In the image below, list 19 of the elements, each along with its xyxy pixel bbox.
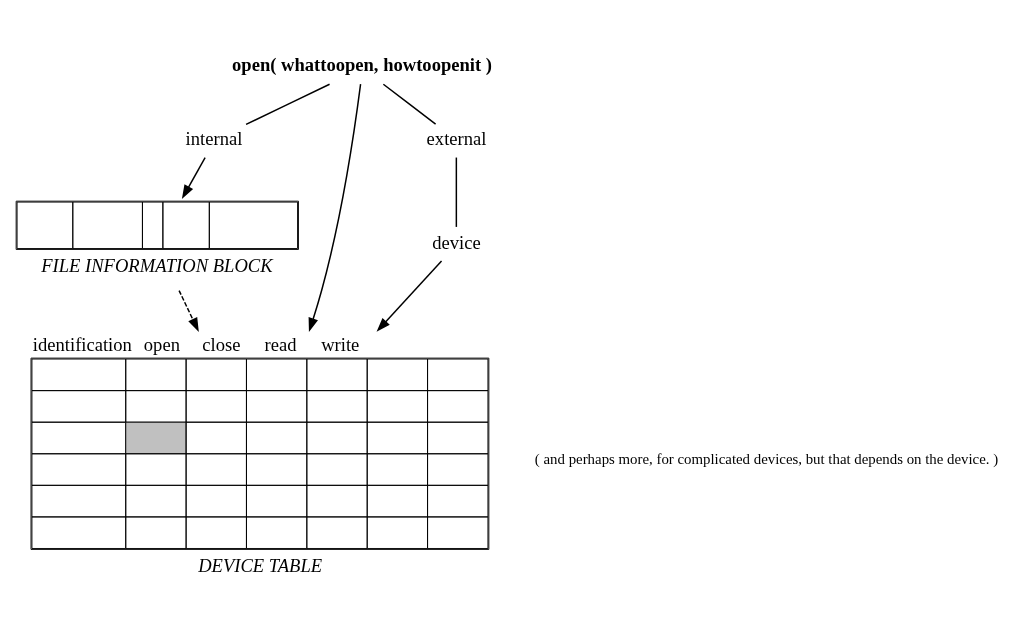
arrow: [178, 289, 199, 332]
node-text: internal: [185, 127, 243, 149]
node-text: device: [432, 231, 481, 253]
node-label: FILE INFORMATION BLOCK: [41, 254, 273, 276]
arrow: [376, 259, 443, 332]
connector: [455, 156, 458, 228]
connector: [382, 83, 437, 125]
arrow: [308, 82, 362, 332]
node-text: open( whattoopen, howtoopenit ): [232, 53, 492, 75]
node-label: open: [143, 333, 180, 355]
node-label: read: [264, 333, 297, 355]
connector: [245, 83, 331, 125]
node-label: identification: [32, 333, 132, 355]
node-text: external: [426, 127, 487, 149]
node-label: write: [321, 333, 360, 355]
node-label: close: [202, 333, 241, 355]
arrow: [181, 156, 206, 199]
label: ( and perhaps more, for complicated devices, but that depends on the device. ): [534, 450, 999, 467]
node-label: DEVICE TABLE: [198, 554, 323, 576]
